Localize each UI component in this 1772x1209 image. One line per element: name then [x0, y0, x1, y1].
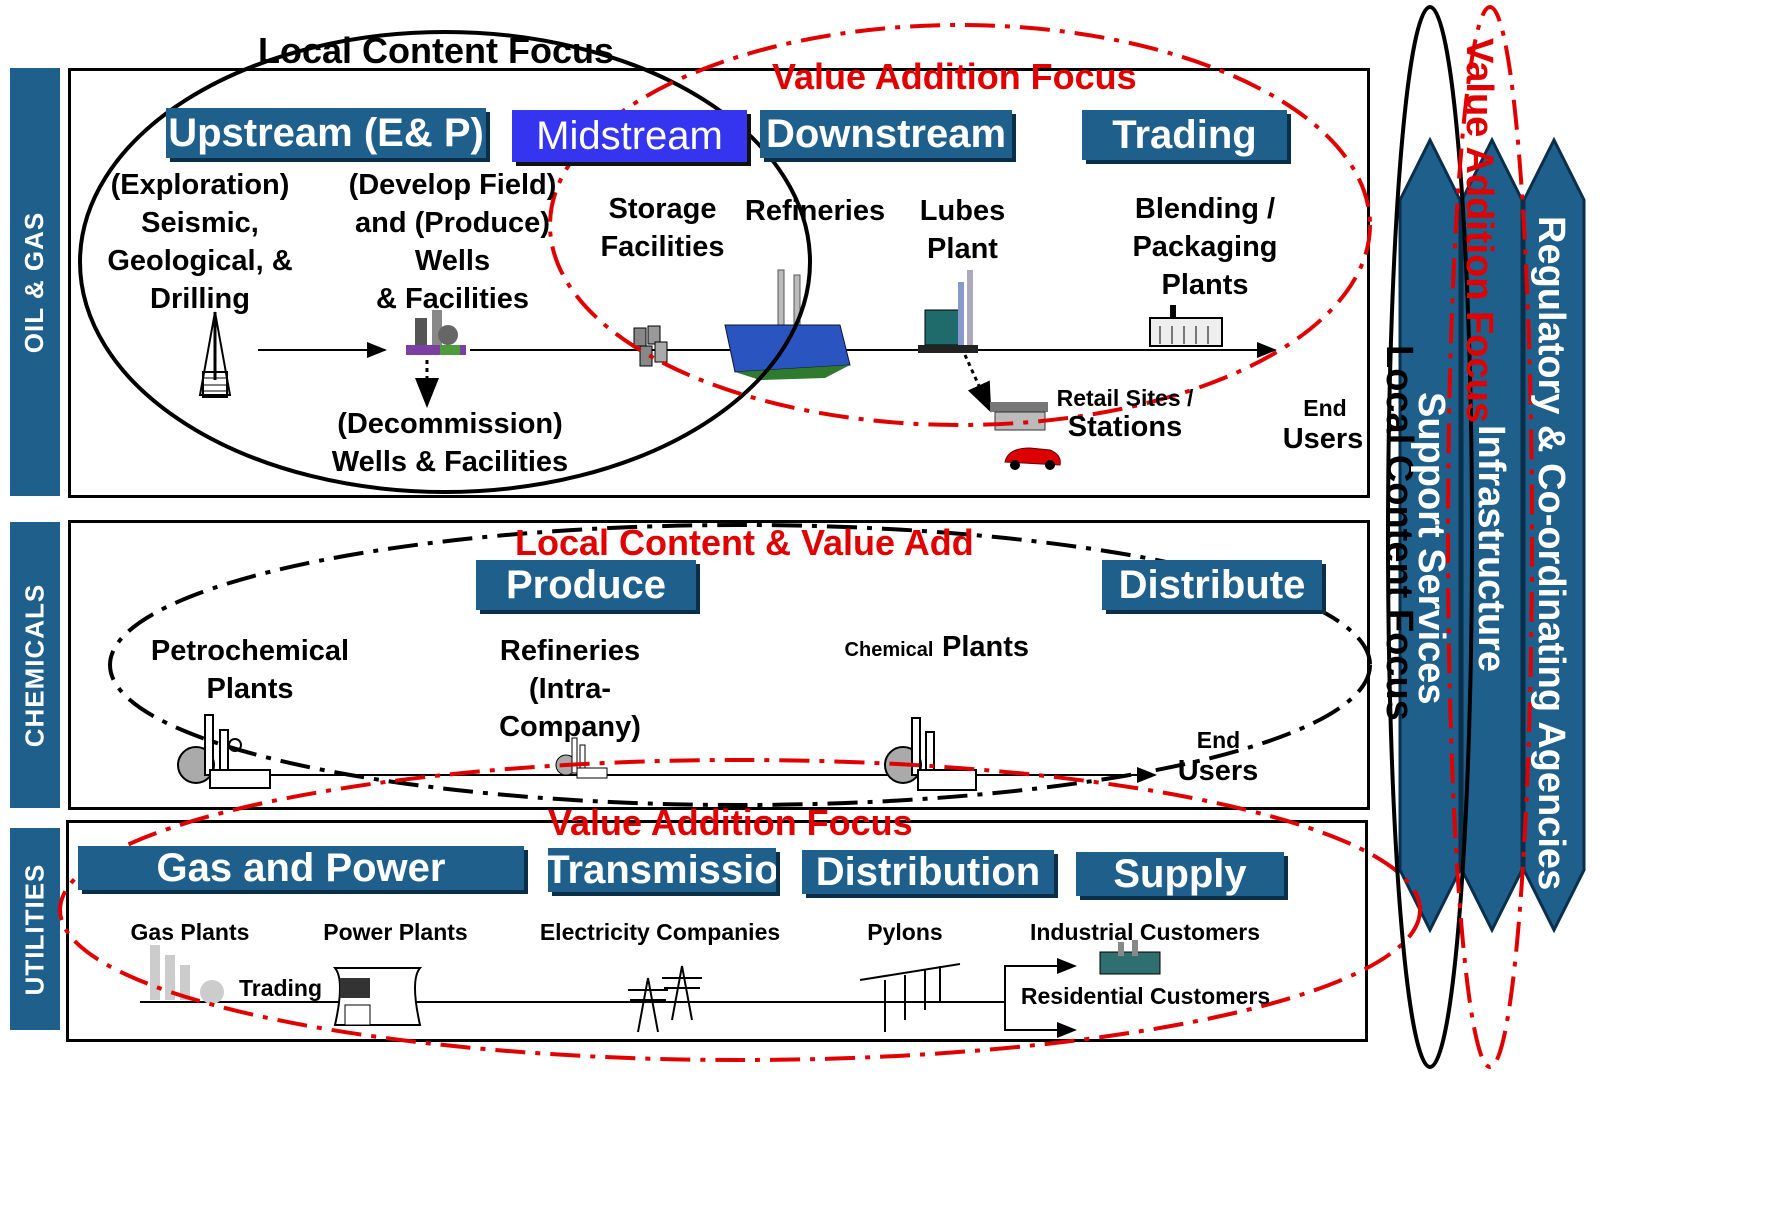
label-residential: Residential Customers [1020, 983, 1271, 1009]
label-chemical-plants: Plants [941, 631, 1030, 663]
label-gas-plants: Gas Plants [130, 919, 250, 945]
label-chemical-small: Chemical [844, 639, 934, 661]
label-industrial: Industrial Customers [1029, 919, 1261, 945]
value-addition-focus-label-top: Value Addition Focus [772, 56, 1137, 97]
label-blending: Blending / Packaging Plants [1132, 193, 1278, 301]
header-distribution: Distribution [802, 850, 1054, 894]
section-label-chemicals: CHEMICALS [10, 522, 60, 808]
value-addition-vertical-label: Value Addition Focus [1458, 38, 1500, 423]
label-stations: Stations [1067, 411, 1183, 443]
section-label-utilities: UTILITIES [10, 828, 60, 1030]
header-trading: Trading [1082, 110, 1287, 160]
section-label-oil-gas: OIL & GAS [10, 68, 60, 496]
label-storage: Storage Facilities [600, 193, 725, 263]
local-content-focus-label: Local Content Focus [258, 30, 615, 71]
label-petrochemical: Petrochemical Plants [150, 635, 350, 705]
label-exploration: (Exploration) Seismic, Geological, & Dri… [107, 169, 293, 315]
header-supply: Supply [1076, 852, 1284, 896]
label-chem-end: End [1196, 727, 1241, 753]
infrastructure-label: Infrastructure [1470, 425, 1512, 673]
header-midstream: Midstream [512, 110, 747, 162]
regulatory-label: Regulatory & Co-ordinating Agencies [1530, 216, 1572, 891]
header-downstream: Downstream [760, 110, 1012, 158]
label-refineries: Refineries [744, 195, 886, 227]
label-power-plants: Power Plants [323, 919, 468, 945]
label-chem-users: Users [1177, 755, 1259, 787]
header-produce: Produce [476, 560, 696, 610]
value-addition-focus-label-bottom: Value Addition Focus [548, 802, 913, 843]
label-end: End [1303, 395, 1347, 421]
support-services-label: Support Services [1410, 392, 1452, 705]
label-decommission: (Decommission) Wells & Facilities [331, 408, 569, 478]
header-upstream: Upstream (E& P) [166, 108, 486, 158]
label-electricity: Electricity Companies [539, 919, 781, 945]
header-distribute: Distribute [1102, 560, 1322, 610]
label-trading: Trading [238, 975, 323, 1001]
label-lubes-plant: Lubes Plant [919, 195, 1006, 265]
header-transmission: Transmissio [548, 848, 776, 892]
label-users: Users [1282, 423, 1364, 455]
label-develop-field: (Develop Field) and (Produce) Wells & Fa… [348, 169, 557, 315]
label-intra-refineries: Refineries (Intra- Company) [499, 635, 641, 743]
header-gas-power: Gas and Power [78, 846, 524, 890]
label-retail-sites: Retail Sites / [1056, 385, 1194, 411]
label-pylons: Pylons [867, 919, 943, 945]
local-content-value-add-label: Local Content & Value Add [515, 522, 974, 563]
